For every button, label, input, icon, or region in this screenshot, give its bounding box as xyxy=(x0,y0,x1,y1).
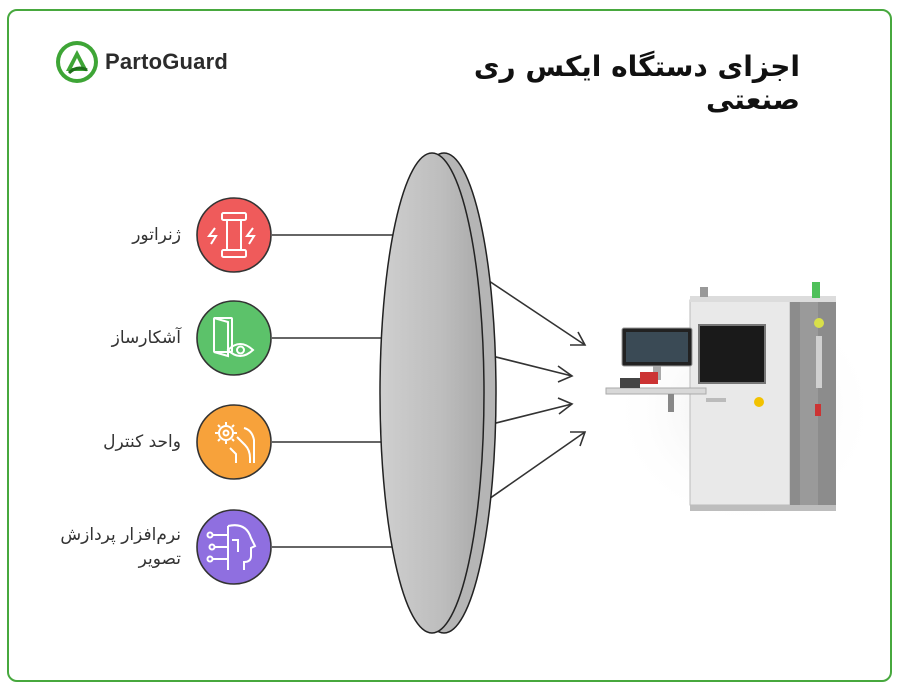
arrowheads xyxy=(557,331,587,447)
brand-name: PartoGuard xyxy=(105,49,229,74)
detector-eye-icon xyxy=(213,317,255,358)
xray-machine-icon xyxy=(605,282,880,530)
component-label-control: واحد کنترل xyxy=(103,432,181,452)
node-control[interactable] xyxy=(196,404,272,480)
ai-head-icon xyxy=(206,524,257,570)
component-label-detector: آشکارساز xyxy=(111,328,181,348)
outer-frame xyxy=(7,9,892,682)
component-label-generator: ژنراتور xyxy=(132,225,181,245)
control-gear-hand-icon xyxy=(215,422,255,463)
brand-logo[interactable]: PartoGuard xyxy=(55,40,228,84)
generator-icon xyxy=(207,212,256,258)
lens-shape xyxy=(379,152,497,634)
diagram-title: اجزای دستگاه ایکس ری صنعتی xyxy=(473,50,800,116)
node-generator[interactable] xyxy=(196,197,272,273)
component-label-software: نرم‌افزار پردازش تصویر xyxy=(60,525,181,569)
partoguard-logo-icon xyxy=(56,41,98,83)
node-detector[interactable] xyxy=(196,300,272,376)
node-software[interactable] xyxy=(196,509,272,585)
